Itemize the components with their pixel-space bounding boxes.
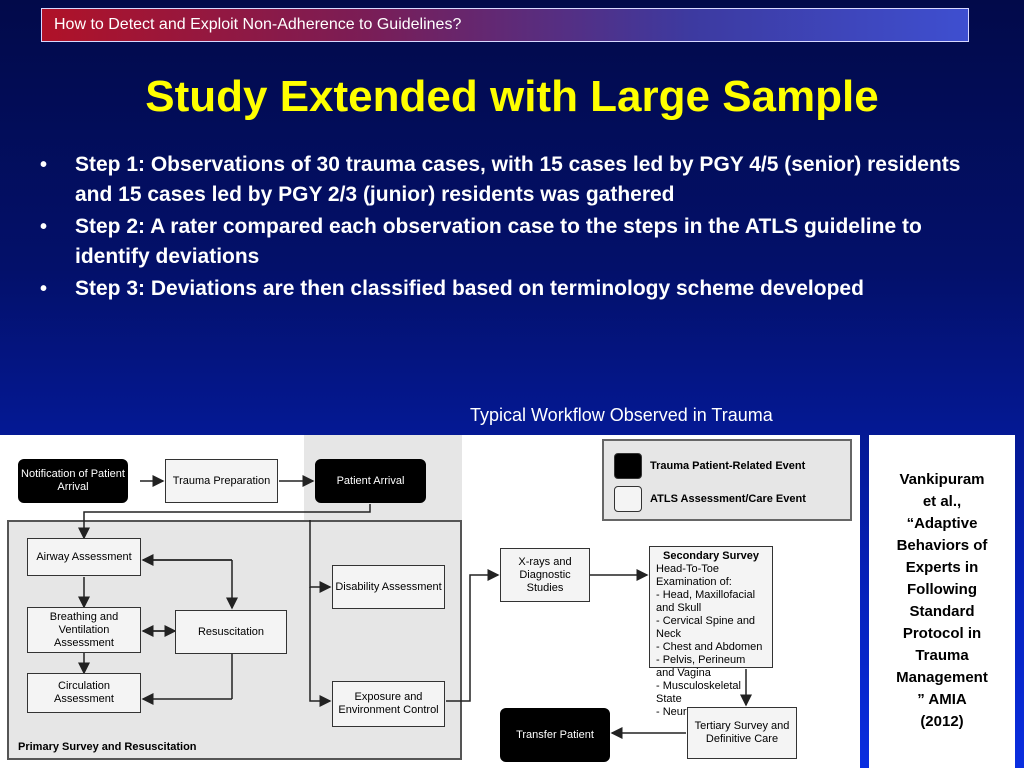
citation-line: Vankipuram bbox=[899, 471, 985, 488]
citation-line: Protocol in bbox=[902, 625, 982, 642]
node-exposure-control: Exposure and Environment Control bbox=[332, 681, 445, 727]
secondary-survey-item: - Head, Maxillofacial and Skull bbox=[656, 589, 756, 614]
legend-label: Trauma Patient-Related Event bbox=[650, 460, 806, 472]
citation-line: (2012) bbox=[920, 713, 964, 730]
bullet-text: Step 1: Observations of 30 trauma cases,… bbox=[75, 153, 961, 206]
node-airway-assessment: Airway Assessment bbox=[27, 538, 141, 576]
citation-line: ” AMIA bbox=[917, 691, 967, 708]
node-trauma-preparation: Trauma Preparation bbox=[165, 459, 278, 503]
secondary-survey-item: - Cervical Spine and Neck bbox=[656, 615, 756, 640]
legend-item-atls-event: ATLS Assessment/Care Event bbox=[614, 486, 806, 512]
node-patient-arrival: Patient Arrival bbox=[315, 459, 426, 503]
node-secondary-survey: Secondary Survey Head-To-Toe Examination… bbox=[649, 546, 773, 718]
secondary-survey-item: - Musculoskeletal State bbox=[656, 680, 741, 705]
bullet-icon: • bbox=[40, 154, 48, 176]
node-tertiary-survey: Tertiary Survey and Definitive Care bbox=[687, 707, 797, 759]
header-bar: How to Detect and Exploit Non-Adherence … bbox=[41, 8, 969, 42]
citation-line: Management bbox=[896, 669, 988, 686]
secondary-survey-item: - Chest and Abdomen bbox=[656, 641, 763, 653]
secondary-survey-title: Secondary Survey bbox=[663, 550, 759, 562]
citation-line: Standard bbox=[909, 603, 975, 620]
node-circulation-assessment: Circulation Assessment bbox=[27, 673, 141, 713]
secondary-survey-item: - Pelvis, Perineum and Vagina bbox=[656, 654, 746, 679]
legend-swatch-light bbox=[614, 486, 642, 512]
node-breathing-assessment: Breathing and Ventilation Assessment bbox=[27, 607, 141, 653]
bullet-text: Step 2: A rater compared each observatio… bbox=[75, 215, 922, 268]
citation-line: Experts in bbox=[905, 559, 979, 576]
node-xrays: X-rays and Diagnostic Studies bbox=[500, 548, 590, 602]
node-transfer-patient: Transfer Patient bbox=[500, 708, 610, 762]
header-text: How to Detect and Exploit Non-Adherence … bbox=[54, 16, 462, 33]
node-resuscitation: Resuscitation bbox=[175, 610, 287, 654]
citation-line: Behaviors of bbox=[896, 537, 988, 554]
legend: Trauma Patient-Related Event ATLS Assess… bbox=[602, 439, 852, 521]
citation-box: Vankipuram et al., “Adaptive Behaviors o… bbox=[869, 435, 1015, 768]
bullet-icon: • bbox=[40, 278, 48, 300]
slide-title: Study Extended with Large Sample bbox=[145, 72, 879, 121]
workflow-diagram: Primary Survey and Resuscitation bbox=[0, 435, 860, 768]
legend-swatch-dark bbox=[614, 453, 642, 479]
bullet-item: • Step 3: Deviations are then classified … bbox=[40, 274, 990, 304]
bullet-item: • Step 1: Observations of 30 trauma cases… bbox=[40, 150, 990, 210]
node-notification: Notification of Patient Arrival bbox=[18, 459, 128, 503]
flow-arrows bbox=[78, 475, 752, 739]
legend-item-patient-event: Trauma Patient-Related Event bbox=[614, 453, 805, 479]
citation-line: Following bbox=[907, 581, 977, 598]
bullet-text: Step 3: Deviations are then classified b… bbox=[75, 277, 864, 300]
bullet-list: • Step 1: Observations of 30 trauma cases… bbox=[40, 150, 990, 306]
citation-line: et al., bbox=[922, 493, 962, 510]
node-disability-assessment: Disability Assessment bbox=[332, 565, 445, 609]
citation-line: “Adaptive bbox=[906, 515, 978, 532]
bullet-item: • Step 2: A rater compared each observati… bbox=[40, 212, 990, 272]
primary-survey-label: Primary Survey and Resuscitation bbox=[18, 741, 197, 753]
figure-caption: Typical Workflow Observed in Trauma bbox=[470, 405, 773, 425]
citation-line: Trauma bbox=[915, 647, 969, 664]
legend-label: ATLS Assessment/Care Event bbox=[650, 493, 806, 505]
secondary-survey-subtitle: Head-To-Toe Examination of: bbox=[656, 563, 732, 588]
bullet-icon: • bbox=[40, 216, 48, 238]
